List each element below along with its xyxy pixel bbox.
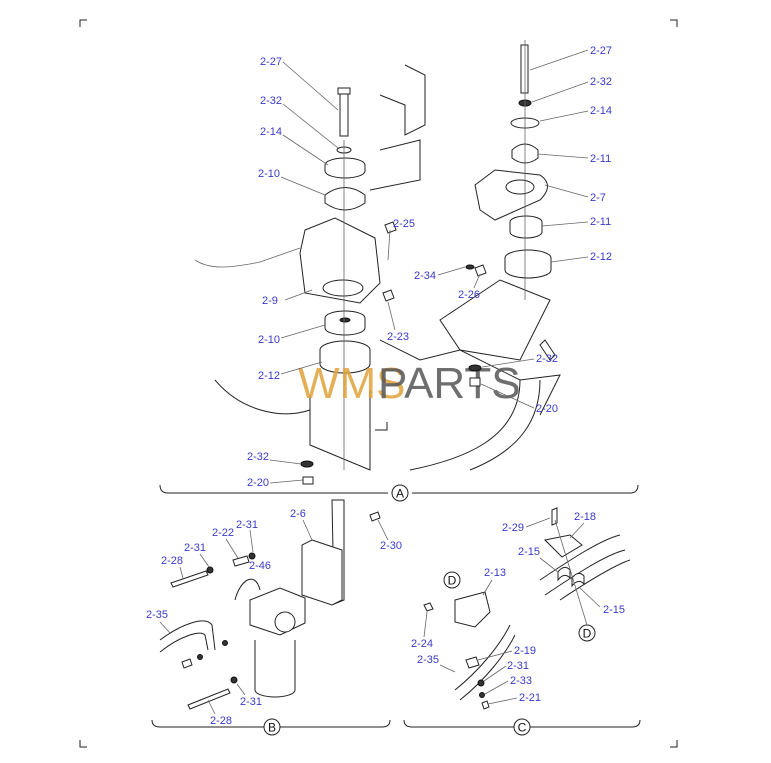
part-label: 2-31 bbox=[240, 696, 262, 708]
part-label: 2-46 bbox=[249, 560, 271, 572]
part-label: 2-24 bbox=[411, 638, 433, 650]
frame-sketch bbox=[369, 64, 561, 471]
mount-left-assembly bbox=[194, 87, 397, 485]
svg-text:C: C bbox=[518, 721, 527, 735]
part-label: 2-22 bbox=[212, 527, 234, 539]
part-label: 2-18 bbox=[574, 511, 596, 523]
part-label: 2-20 bbox=[536, 403, 558, 415]
svg-text:D: D bbox=[583, 627, 592, 641]
part-label: 2-28 bbox=[210, 715, 232, 727]
part-label: 2-30 bbox=[380, 540, 402, 552]
labels-section-c: 2-29 2-18 2-15 2-15 2-13 2-24 2-35 2-19 … bbox=[411, 511, 625, 705]
filter-assembly bbox=[159, 499, 381, 710]
part-label: 2-27 bbox=[590, 45, 612, 57]
part-label: 2-26 bbox=[458, 289, 480, 301]
part-label: 2-9 bbox=[262, 295, 278, 307]
part-label: 2-7 bbox=[590, 192, 606, 204]
part-label: 2-15 bbox=[603, 604, 625, 616]
part-label: 2-35 bbox=[146, 609, 168, 621]
clamp-assembly bbox=[423, 507, 631, 710]
mount-right-assembly bbox=[465, 40, 556, 361]
part-label: 2-23 bbox=[387, 331, 409, 343]
part-label: 2-11 bbox=[590, 153, 611, 165]
part-label: 2-32 bbox=[247, 451, 269, 463]
part-label: 2-12 bbox=[258, 370, 280, 382]
part-label: 2-33 bbox=[510, 675, 532, 687]
part-label: 2-21 bbox=[519, 692, 541, 704]
part-label: 2-32 bbox=[260, 95, 282, 107]
svg-text:D: D bbox=[448, 574, 457, 588]
part-label: 2-14 bbox=[590, 105, 612, 117]
section-a-bracket: A bbox=[159, 484, 639, 502]
part-label: 2-19 bbox=[514, 645, 536, 657]
section-b-bracket: B bbox=[151, 718, 391, 736]
part-label: 2-14 bbox=[260, 126, 282, 138]
part-label: 2-25 bbox=[393, 218, 415, 230]
labels-section-b: 2-6 2-30 2-22 2-31 2-31 2-28 2-46 2-35 2… bbox=[146, 508, 402, 727]
part-label: 2-11 bbox=[590, 216, 611, 228]
part-label: 2-35 bbox=[417, 654, 439, 666]
labels-section-a: 2-27 2-32 2-14 2-10 2-25 2-9 2-23 2-10 2… bbox=[247, 45, 612, 489]
part-label: 2-27 bbox=[260, 56, 282, 68]
part-label: 2-13 bbox=[484, 567, 506, 579]
part-label: 2-32 bbox=[590, 76, 612, 88]
part-label: 2-20 bbox=[247, 477, 269, 489]
part-label: 2-28 bbox=[161, 555, 183, 567]
part-label: 2-15 bbox=[518, 546, 540, 558]
part-label: 2-12 bbox=[590, 251, 612, 263]
part-label: 2-34 bbox=[414, 270, 436, 282]
detail-d-markers: D D bbox=[443, 519, 596, 642]
part-label: 2-29 bbox=[502, 522, 524, 534]
part-label: 2-31 bbox=[184, 542, 206, 554]
part-label: 2-31 bbox=[507, 660, 529, 672]
section-c-bracket: C bbox=[403, 718, 641, 736]
crop-marks bbox=[79, 19, 678, 748]
svg-text:A: A bbox=[396, 487, 404, 501]
svg-text:PARTS: PARTS bbox=[378, 359, 521, 408]
part-label: 2-31 bbox=[236, 519, 258, 531]
svg-text:WMS: WMS bbox=[298, 359, 406, 408]
part-label: 2-32 bbox=[536, 353, 558, 365]
part-label: 2-6 bbox=[290, 508, 306, 520]
part-label: 2-10 bbox=[258, 334, 280, 346]
part-label: 2-10 bbox=[258, 168, 280, 180]
svg-text:B: B bbox=[268, 721, 276, 735]
watermark: WMS PARTS bbox=[298, 359, 521, 408]
